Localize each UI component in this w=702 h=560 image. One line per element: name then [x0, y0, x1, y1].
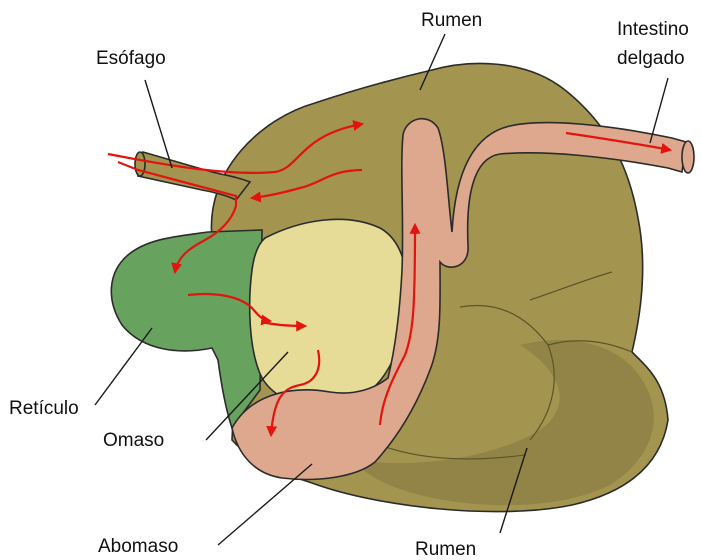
label-intestino-line2: delgado	[617, 48, 685, 69]
label-omaso: Omaso	[103, 430, 164, 451]
leader-line-reticulo	[95, 328, 152, 405]
label-abomaso: Abomaso	[98, 536, 178, 557]
leader-line-abomaso	[218, 464, 312, 545]
label-esofago: Esófago	[96, 48, 166, 69]
label-rumen-bottom: Rumen	[415, 539, 476, 560]
reticulo	[111, 230, 262, 428]
leader-line-intestino	[650, 78, 668, 143]
label-rumen-top: Rumen	[421, 10, 482, 31]
label-intestino-line1: Intestino	[617, 19, 689, 40]
label-reticulo: Retículo	[9, 398, 79, 419]
intestine-end	[682, 141, 694, 173]
